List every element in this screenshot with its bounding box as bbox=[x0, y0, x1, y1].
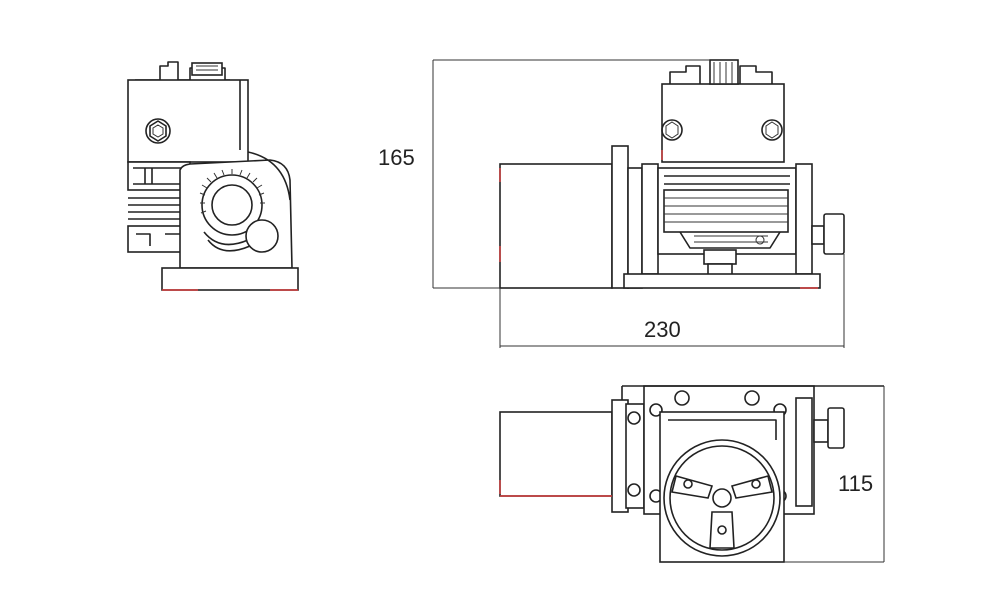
hex-bolt-icon bbox=[145, 118, 171, 144]
dimension-height: 165 bbox=[378, 59, 710, 289]
hex-bolt-icon bbox=[661, 119, 683, 141]
length-label: 230 bbox=[644, 317, 681, 342]
dimension-length: 230 bbox=[499, 254, 845, 348]
dimension-width: 115 bbox=[784, 386, 885, 563]
side-view bbox=[127, 61, 299, 291]
height-label: 165 bbox=[378, 145, 415, 170]
top-view bbox=[499, 385, 884, 563]
dial-icon bbox=[199, 169, 265, 236]
hex-bolt-icon bbox=[761, 119, 783, 141]
knob-icon bbox=[245, 219, 279, 253]
front-view bbox=[499, 59, 845, 289]
width-label: 115 bbox=[838, 471, 873, 496]
chuck-icon bbox=[663, 439, 781, 557]
